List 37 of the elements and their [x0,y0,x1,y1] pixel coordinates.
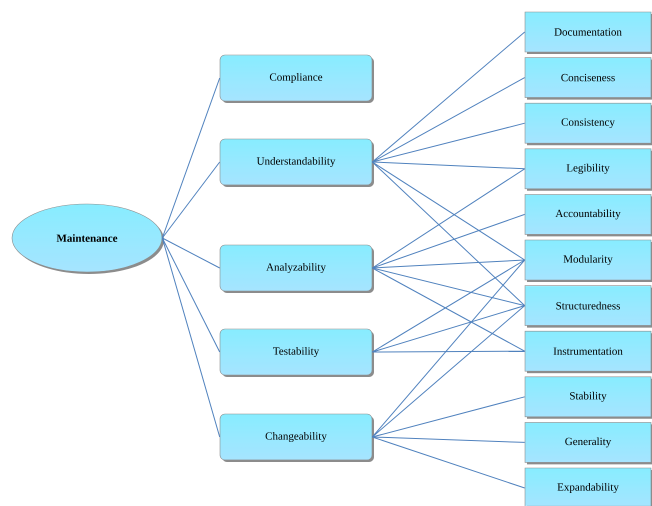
box: Legibility [524,148,652,191]
connector-line [372,436,526,488]
connector-line [372,260,526,438]
connector-line [372,305,526,352]
connector-line [372,396,526,438]
connector-line [372,436,526,443]
rounded-box: Testability [220,328,374,377]
box: Conciseness [524,57,652,100]
connector-line [162,238,220,352]
connector-line [372,214,526,268]
connector-line [162,162,220,238]
connector-line [372,32,526,162]
box: Stability [524,376,652,419]
rounded-box: Changeability [220,414,374,462]
box: Instrumentation [524,330,652,374]
box: Modularity [524,240,652,282]
connector-line [372,268,526,306]
connector-line [162,78,220,238]
connector-line [162,238,220,268]
rounded-box: Compliance [220,54,374,103]
box: Accountability [524,194,652,236]
box: Consistency [524,102,652,146]
rounded-box: Understandability [220,138,374,187]
connector-line [372,162,526,306]
connector-line [372,122,526,162]
connector-line [372,162,526,170]
box: Generality [524,422,652,464]
box: Expandability [524,468,652,506]
connector-line [162,238,220,438]
connector-line [372,260,526,268]
box: Documentation [524,12,652,54]
connector-line [372,77,526,162]
connector-line [372,305,526,438]
rounded-box: Analyzability [220,244,374,293]
connector-line [372,350,526,352]
oval-node: Maintenance [12,204,164,274]
box: Structuredness [524,285,652,328]
